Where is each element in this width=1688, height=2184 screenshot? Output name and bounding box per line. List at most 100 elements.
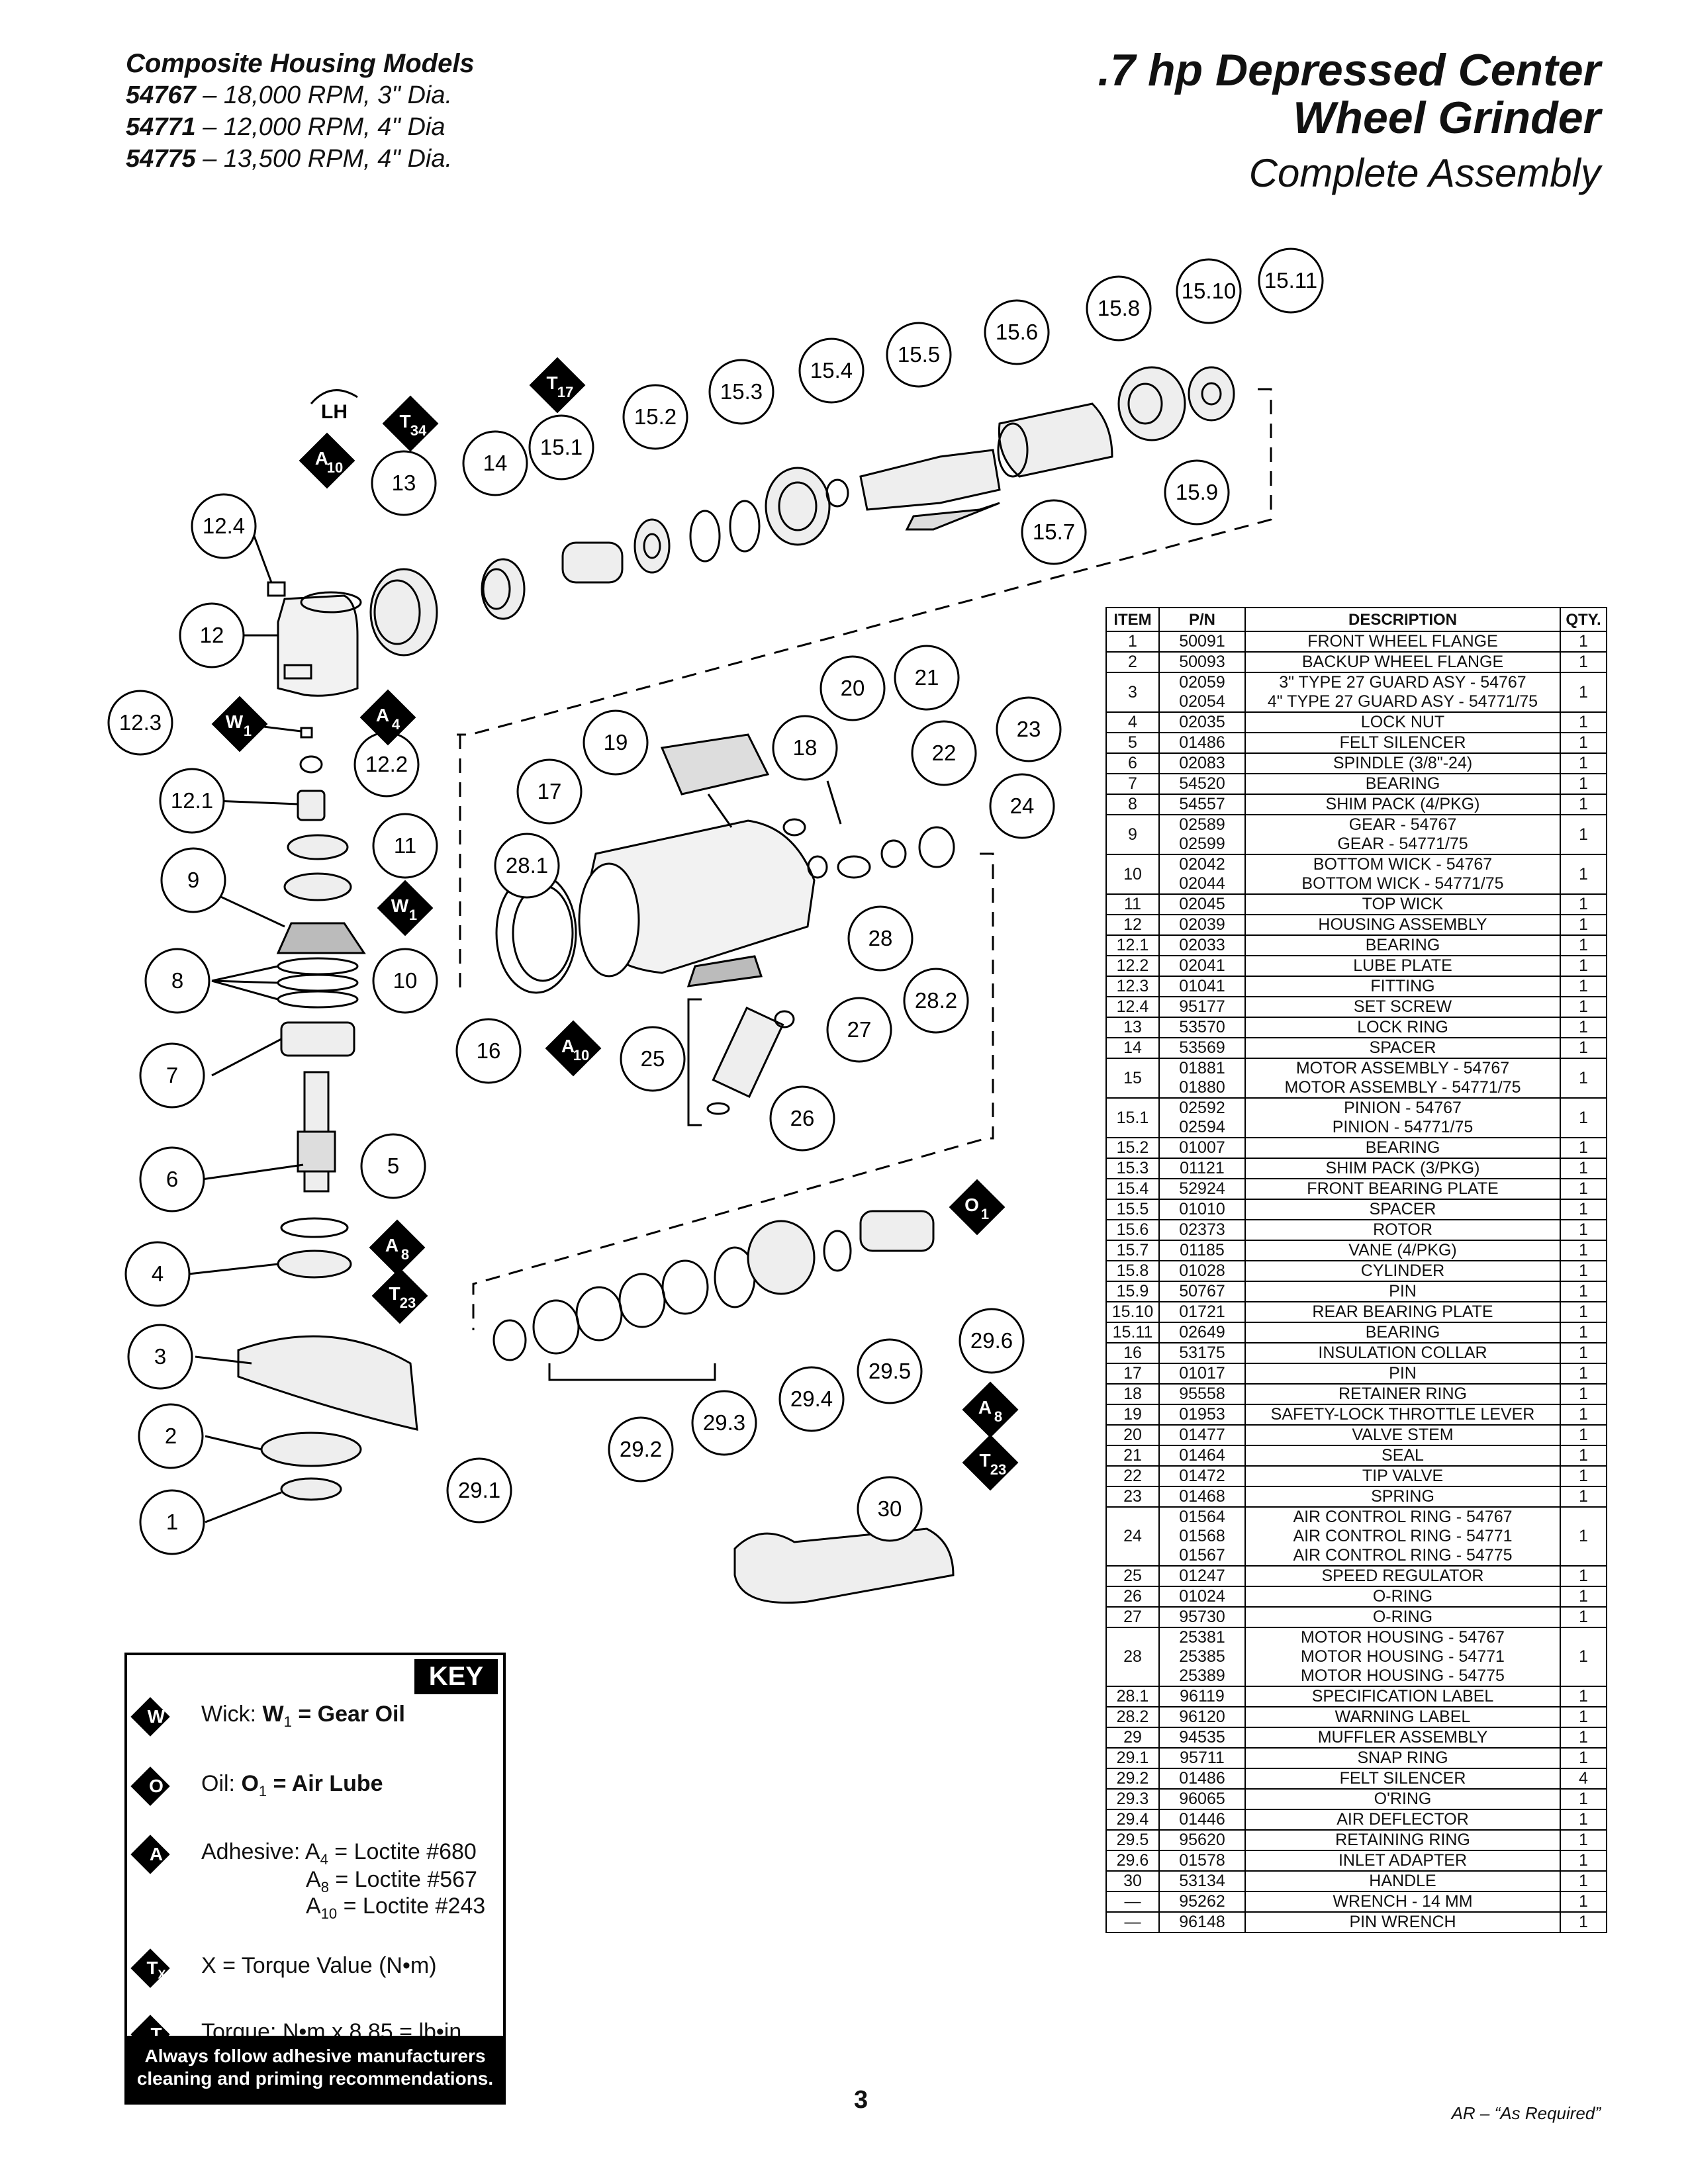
svg-text:15.9: 15.9 [1176,480,1218,504]
key-value: = Loctite #567 [328,1867,477,1892]
cell-pn: 52924 [1158,1178,1246,1200]
cell-qty: 1 [1560,1158,1607,1179]
svg-text:24: 24 [1010,794,1035,818]
cell-pn: 01477 [1158,1424,1246,1446]
svg-text:23: 23 [400,1295,416,1311]
cell-qty: 1 [1560,1383,1607,1405]
cell-description: LUBE PLATE [1244,955,1561,977]
cell-qty: 1 [1560,1891,1607,1913]
cell-description: LOCK NUT [1244,711,1561,733]
cell-qty: 1 [1560,672,1607,713]
svg-text:28.1: 28.1 [506,853,548,878]
cell-pn: 01024 [1158,1586,1246,1608]
cell-item: 15.9 [1105,1281,1160,1302]
cell-item: 24 [1105,1506,1160,1567]
cell-description: SNAP RING [1244,1747,1561,1769]
cell-description: SPACER [1244,1037,1561,1059]
cell-qty: 1 [1560,996,1607,1018]
cell-qty: 1 [1560,1747,1607,1769]
svg-text:5: 5 [387,1154,399,1178]
callout-7: 7 [139,1042,205,1109]
cell-pn: 02045 [1158,893,1246,915]
callout-25: 25 [620,1026,686,1092]
cell-qty: 1 [1560,1342,1607,1364]
part-guard [237,1335,418,1431]
svg-text:10: 10 [393,968,418,993]
callout-12-4: 12.4 [191,493,257,559]
svg-text:8: 8 [994,1408,1002,1425]
callout-1: 1 [139,1489,205,1555]
cell-qty: 1 [1560,1686,1607,1707]
callout-15-7: 15.7 [1021,499,1087,565]
cell-item: 16 [1105,1342,1160,1364]
key-badge-letter: A [149,1844,164,1864]
svg-text:1: 1 [244,723,252,739]
cell-pn: 50091 [1158,631,1246,653]
key-title: KEY [414,1659,498,1694]
key-symbol-sub: 4 [320,1850,328,1868]
cell-item: 28.1 [1105,1686,1160,1707]
callout-18: 18 [772,715,838,781]
key-footer-line: Always follow adhesive manufacturers [144,2046,486,2066]
svg-text:10: 10 [573,1047,589,1064]
cell-qty: 1 [1560,1199,1607,1220]
key-badge-sub: X [158,1968,166,1981]
callout-28: 28 [847,905,914,972]
cell-item: 11 [1105,893,1160,915]
cell-description: RETAINER RING [1244,1383,1561,1405]
callout-6: 6 [139,1146,205,1212]
cell-description: O-RING [1244,1586,1561,1608]
cell-pn: 95262 [1158,1891,1246,1913]
svg-text:23: 23 [1017,717,1041,741]
cell-pn: 01010 [1158,1199,1246,1220]
key-symbol-sub: 1 [258,1782,267,1799]
callout-28-1: 28.1 [494,833,560,899]
cell-qty: 1 [1560,631,1607,653]
cell-pn: 96148 [1158,1911,1246,1933]
svg-text:18: 18 [793,735,818,760]
cell-description: RETAINING RING [1244,1829,1561,1851]
key-footer-line: cleaning and priming recommendations. [136,2068,494,2089]
cell-qty: 1 [1560,914,1607,936]
cell-pn: 02033 [1158,934,1246,956]
svg-text:2: 2 [165,1424,177,1448]
callout-12-3: 12.3 [107,690,173,756]
models-block: Composite Housing Models 54767 – 18,000 … [126,48,475,175]
col-qty: QTY. [1560,607,1607,632]
cell-qty: 1 [1560,1363,1607,1385]
cell-qty: 1 [1560,1260,1607,1282]
cell-pn: 01247 [1158,1565,1246,1587]
cell-description: SAFETY-LOCK THROTTLE LEVER [1244,1404,1561,1426]
cell-item: 29.3 [1105,1788,1160,1810]
cell-pn: 95730 [1158,1606,1246,1628]
callout-15-10: 15.10 [1176,258,1242,324]
cell-pn: 94535 [1158,1727,1246,1749]
cell-description: AIR DEFLECTOR [1244,1809,1561,1831]
cell-pn: 01121 [1158,1158,1246,1179]
cell-qty: 1 [1560,1627,1607,1687]
cell-qty: 1 [1560,1586,1607,1608]
callout-14: 14 [462,430,528,496]
key-row-text: Adhesive: A4 = Loctite #680 [201,1839,477,1868]
svg-text:T: T [979,1450,990,1471]
cell-description: CYLINDER [1244,1260,1561,1282]
cell-description: INLET ADAPTER [1244,1850,1561,1872]
svg-text:25: 25 [641,1046,665,1071]
callout-4: 4 [124,1241,191,1307]
